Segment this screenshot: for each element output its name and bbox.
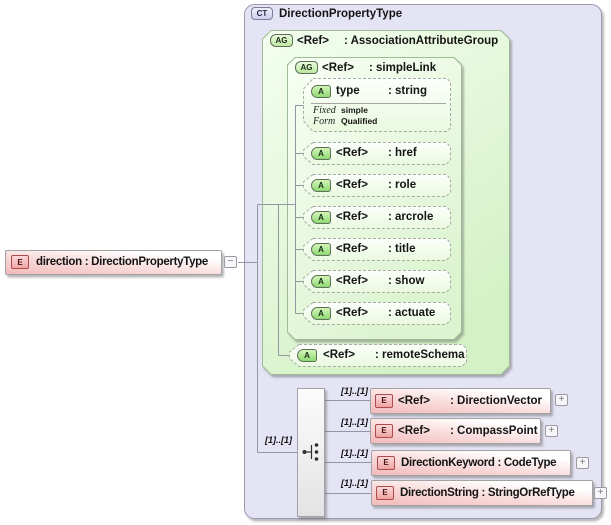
ref-label: <Ref> [336, 211, 368, 223]
collapse-icon: − [227, 256, 234, 267]
ref-label: <Ref> [398, 424, 430, 437]
attribute-name: type [336, 85, 360, 97]
ref-label: <Ref> [323, 349, 355, 361]
ref-label: <Ref> [322, 61, 354, 74]
connector-lines [238, 105, 371, 494]
expand-toggle[interactable]: + [545, 425, 558, 437]
element-directionvector[interactable]: E <Ref> : DirectionVector [370, 388, 551, 413]
type-attribute-facets: Fixed simple Form Qualified [313, 105, 445, 127]
attribute-title[interactable]: A <Ref> : title [303, 238, 450, 260]
ref-label: <Ref> [336, 243, 368, 255]
attribute-role[interactable]: A <Ref> : role [303, 174, 450, 196]
attribute-href[interactable]: A <Ref> : href [303, 142, 450, 164]
facet-label: Fixed [313, 105, 336, 116]
expand-toggle[interactable]: + [555, 394, 568, 406]
facet-label: Form [313, 116, 336, 127]
cardinality-label: [1]..[1] [341, 478, 368, 488]
attribute-actuate[interactable]: A <Ref> : actuate [303, 302, 450, 324]
attribute-group-badge: AG [295, 61, 318, 74]
complex-type-header: CT DirectionPropertyType [251, 6, 402, 21]
choice-compositor[interactable] [297, 388, 325, 517]
cardinality-label: [1]..[1] [341, 448, 368, 458]
attribute-badge: A [311, 306, 331, 320]
attribute-group-badge: AG [270, 34, 293, 47]
element-label: DirectionKeyword : CodeType [401, 456, 557, 469]
attribute-remoteschema[interactable]: A <Ref> : remoteSchema [289, 344, 466, 366]
complex-type-badge: CT [251, 7, 273, 20]
element-type-label: : DirectionVector [450, 394, 543, 407]
ref-label: <Ref> [336, 179, 368, 191]
cardinality-label: [1]..[1] [341, 386, 368, 396]
group-type-label: : AssociationAttributeGroup [344, 34, 499, 47]
attribute-group-simplelink[interactable]: AG <Ref> : simpleLink [295, 60, 436, 75]
element-type-label: : CompassPoint [450, 424, 538, 437]
cardinality-label: [1]..[1] [341, 417, 368, 427]
choice-icon [302, 443, 319, 461]
facet-row: Fixed simple [313, 105, 445, 116]
expand-icon: + [579, 457, 586, 468]
expand-icon: + [548, 425, 555, 436]
attribute-type-label: : remoteSchema [375, 349, 465, 361]
attribute-box-shapes [289, 142, 467, 367]
expand-toggle[interactable]: + [594, 487, 607, 499]
element-direction[interactable]: E direction : DirectionPropertyType [5, 250, 222, 274]
element-badge: E [377, 455, 395, 470]
attribute-badge: A [311, 178, 331, 192]
facet-value: Qualified [341, 116, 378, 126]
element-directionkeyword[interactable]: E DirectionKeyword : CodeType [371, 450, 570, 475]
attribute-type-label: : href [388, 147, 417, 159]
attribute-badge: A [311, 274, 331, 288]
element-badge: E [11, 255, 29, 269]
element-badge: E [375, 423, 393, 438]
element-directionstring[interactable]: E DirectionString : StringOrRefType [371, 480, 592, 505]
facet-value: simple [341, 105, 368, 115]
ref-label: <Ref> [398, 394, 430, 407]
attribute-type-label: : role [388, 179, 417, 191]
facet-row: Form Qualified [313, 116, 445, 127]
group-type-label: : simpleLink [369, 61, 437, 74]
element-badge: E [376, 485, 394, 500]
ref-label: <Ref> [336, 147, 368, 159]
attribute-badge: A [297, 348, 317, 362]
expand-icon: + [558, 394, 565, 405]
attribute-badge: A [311, 210, 331, 224]
ref-label: <Ref> [336, 307, 368, 319]
element-label: DirectionString : StringOrRefType [400, 486, 575, 499]
cardinality-label: [1]..[1] [265, 435, 292, 445]
attribute-type-label: : actuate [388, 307, 436, 319]
element-box-shapes [5, 250, 593, 506]
complex-type-title: DirectionPropertyType [279, 7, 403, 20]
attribute-badge: A [311, 84, 331, 98]
attribute-type-label: : string [388, 85, 427, 97]
attribute-group-association[interactable]: AG <Ref> : AssociationAttributeGroup [270, 33, 498, 48]
expand-icon: + [597, 487, 604, 498]
attribute-arcrole[interactable]: A <Ref> : arcrole [303, 206, 450, 228]
element-label: direction : DirectionPropertyType [36, 256, 209, 268]
attribute-badge: A [311, 242, 331, 256]
attribute-type-label: : arcrole [388, 211, 434, 223]
expand-toggle[interactable]: + [576, 457, 589, 469]
ref-label: <Ref> [297, 34, 329, 47]
attribute-type[interactable]: A type : string [303, 78, 451, 104]
element-compasspoint[interactable]: E <Ref> : CompassPoint [370, 418, 540, 443]
attribute-badge: A [311, 146, 331, 160]
attribute-type-label: : title [388, 243, 416, 255]
collapse-toggle[interactable]: − [224, 256, 237, 268]
type-attribute-box-shape [303, 78, 451, 132]
attribute-type-label: : show [388, 275, 425, 287]
attribute-show[interactable]: A <Ref> : show [303, 270, 450, 292]
element-badge: E [375, 393, 393, 408]
ref-label: <Ref> [336, 275, 368, 287]
